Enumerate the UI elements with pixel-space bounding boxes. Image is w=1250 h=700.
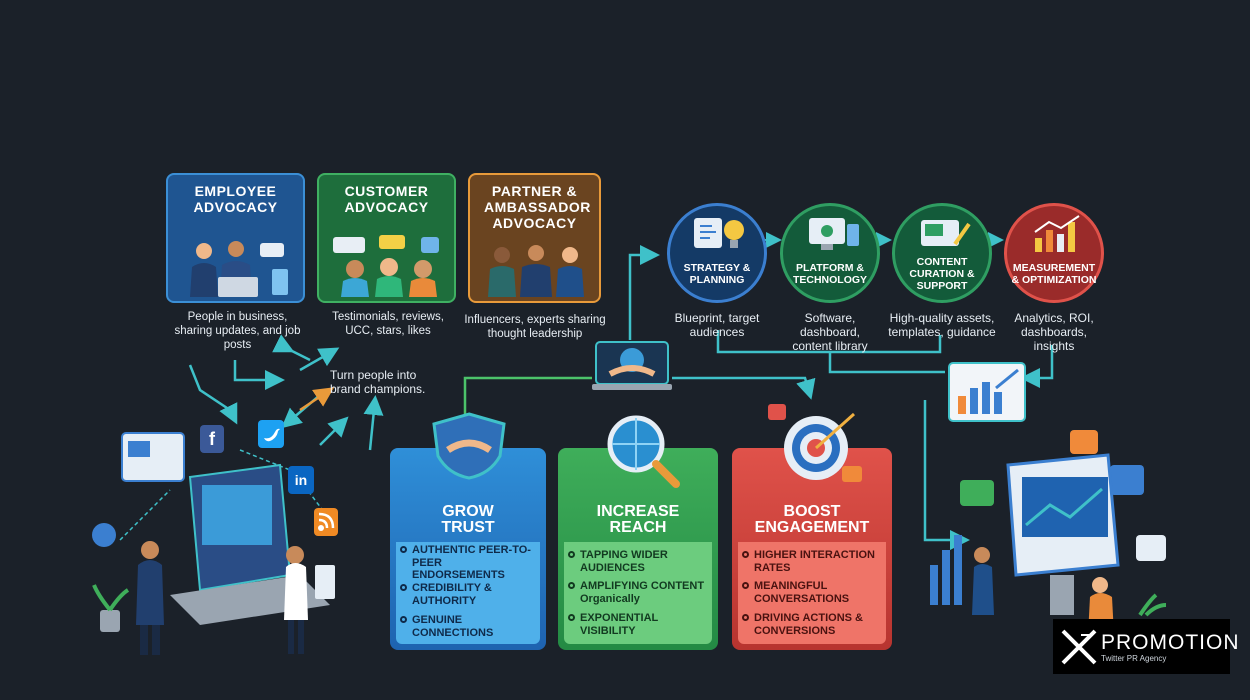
grow-trust-item: GENUINE CONNECTIONS — [400, 614, 534, 639]
facebook-icon: f — [200, 425, 224, 453]
measurement-optimization-label: MEASUREMENT & OPTIMIZATION — [1011, 262, 1097, 286]
globe-magnifier-icon — [607, 415, 680, 488]
platform-technology-caption: Software, dashboard, content library — [792, 311, 868, 353]
increase-reach-title: INCREASE REACH — [596, 503, 680, 536]
shield-handshake-icon — [432, 412, 506, 480]
lightbulb-icon — [694, 218, 744, 248]
brand-tagline: Twitter PR Agency — [1101, 654, 1167, 663]
customers-reviews-illustration — [333, 235, 439, 297]
partners-illustration — [488, 245, 584, 297]
left-collaboration-illustration — [92, 432, 335, 655]
target-heart-icon — [768, 404, 862, 482]
content-curation-caption: High-quality assets, templates, guidance — [888, 311, 996, 339]
increase-reach-item: EXPONENTIAL VISIBILITY — [568, 612, 706, 637]
increase-reach-item: TAPPING WIDER AUDIENCES — [568, 549, 706, 574]
grow-trust-list: AUTHENTIC PEER-TO-PEER ENDORSEMENTS CRED… — [396, 542, 540, 644]
content-curation-label: CONTENT CURATION & SUPPORT — [909, 256, 975, 292]
boost-engagement-title: BOOST ENGAGEMENT — [754, 503, 870, 536]
customer-advocacy-title: CUSTOMER ADVOCACY — [344, 183, 429, 215]
brand-name: PROMOTION — [1101, 631, 1240, 654]
increase-reach-item: AMPLIFYING CONTENT Organically — [568, 580, 705, 605]
customer-advocacy-caption: Testimonials, reviews, UCC, stars, likes — [332, 311, 444, 337]
platform-technology-label: PLATFORM & TECHNOLOGY — [792, 262, 868, 286]
bar-chart-icon — [1034, 215, 1080, 252]
analytics-chart-icon — [948, 362, 1026, 422]
customer-advocacy-card: CUSTOMER ADVOCACY — [317, 173, 456, 303]
employee-advocacy-caption: People in business, sharing updates, and… — [174, 311, 301, 351]
twitter-icon — [258, 420, 284, 448]
boost-engagement-item: DRIVING ACTIONS & CONVERSIONS — [742, 612, 880, 637]
grow-trust-title: GROW TRUST — [441, 503, 495, 536]
brand-logo: PROMOTION Twitter PR Agency — [1053, 619, 1239, 674]
measurement-optimization-circle: MEASUREMENT & OPTIMIZATION — [1004, 203, 1104, 303]
linkedin-icon: in — [288, 466, 314, 494]
grow-trust-item: AUTHENTIC PEER-TO-PEER ENDORSEMENTS — [400, 544, 534, 582]
monitor-gear-icon — [809, 218, 859, 250]
measurement-optimization-caption: Analytics, ROI, dashboards, insights — [1014, 311, 1094, 353]
grow-trust-item: CREDIBILITY & AUTHORITY — [400, 582, 534, 607]
partner-advocacy-card: PARTNER & AMBASSADOR ADVOCACY — [468, 173, 601, 303]
employee-advocacy-card: EMPLOYEE ADVOCACY — [166, 173, 305, 303]
handshake-laptop-icon — [592, 341, 672, 390]
platform-technology-circle: PLATFORM & TECHNOLOGY — [780, 203, 880, 303]
x-logo-icon — [1061, 629, 1097, 665]
strategy-planning-label: STRATEGY & PLANNING — [683, 262, 751, 286]
increase-reach-panel: INCREASE REACH TAPPING WIDER AUDIENCES A… — [558, 448, 718, 650]
partner-advocacy-caption: Influencers, experts sharing thought lea… — [464, 314, 606, 340]
grow-trust-panel: GROW TRUST AUTHENTIC PEER-TO-PEER ENDORS… — [390, 448, 546, 650]
center-note: Turn people into brand champions. — [330, 368, 426, 396]
business-people-illustration — [190, 241, 288, 297]
partner-advocacy-title: PARTNER & AMBASSADOR ADVOCACY — [484, 183, 591, 231]
content-curation-circle: CONTENT CURATION & SUPPORT — [892, 203, 992, 303]
boost-engagement-item: HIGHER INTERACTION RATES — [742, 549, 880, 574]
increase-reach-list: TAPPING WIDER AUDIENCES AMPLIFYING CONTE… — [564, 542, 712, 644]
content-edit-icon — [921, 220, 971, 246]
strategy-planning-circle: STRATEGY & PLANNING — [667, 203, 767, 303]
employee-advocacy-title: EMPLOYEE ADVOCACY — [193, 183, 278, 215]
boost-engagement-list: HIGHER INTERACTION RATES MEANINGFUL CONV… — [738, 542, 886, 644]
strategy-planning-caption: Blueprint, target audiences — [674, 311, 760, 339]
boost-engagement-panel: BOOST ENGAGEMENT HIGHER INTERACTION RATE… — [732, 448, 892, 650]
rss-icon — [314, 508, 338, 536]
boost-engagement-item: MEANINGFUL CONVERSATIONS — [742, 580, 880, 605]
